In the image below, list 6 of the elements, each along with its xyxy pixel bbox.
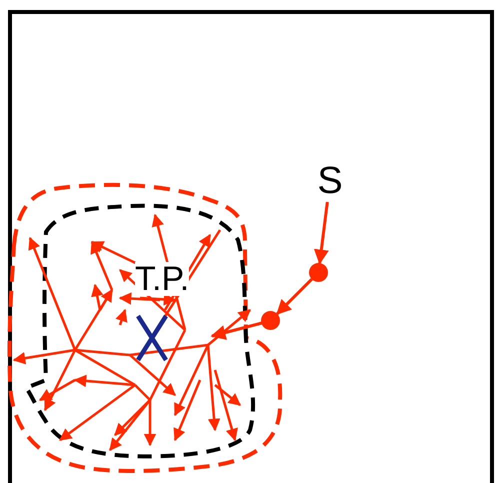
arrow — [314, 202, 329, 265]
point-label: T.P. — [135, 262, 190, 296]
dot — [309, 263, 328, 282]
dot — [261, 311, 280, 330]
arrow — [276, 278, 313, 315]
source-label: S — [317, 162, 343, 200]
